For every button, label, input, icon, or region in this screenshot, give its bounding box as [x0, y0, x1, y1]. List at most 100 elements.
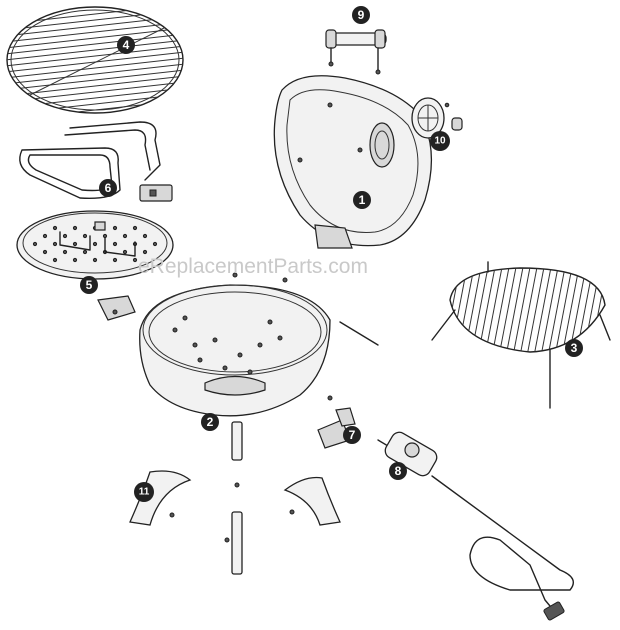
shield-hole [52, 225, 58, 231]
grill-bowl-part [139, 272, 331, 417]
rack-wire [561, 268, 581, 352]
callout-5: 5 [80, 276, 98, 294]
rack-wire [484, 268, 504, 352]
rack-wire [582, 268, 602, 352]
rack-wire [456, 268, 476, 352]
bowl-fastener [222, 365, 228, 371]
shield-hole [122, 233, 128, 239]
side-bracket-part [317, 395, 356, 449]
bowl-fastener [277, 335, 283, 341]
grate-wire [7, 15, 183, 37]
rack-wire [554, 268, 574, 352]
callout-2: 2 [201, 413, 219, 431]
shield-hole [32, 241, 38, 247]
shield-hole [52, 257, 58, 263]
grate-wire [7, 99, 183, 113]
callout-9-label: 9 [358, 8, 365, 22]
grate-wire [7, 45, 183, 67]
vent-damper-part [411, 97, 463, 139]
leg-post-part [224, 421, 243, 575]
rack-wire [526, 268, 546, 352]
rack-wire [422, 262, 440, 356]
callout-2-label: 2 [207, 415, 214, 429]
shield-hole [102, 233, 108, 239]
callout-7-label: 7 [349, 428, 356, 442]
lid-handle-part [325, 29, 387, 75]
callout-3-label: 3 [571, 341, 578, 355]
callout-1-label: 1 [359, 193, 366, 207]
leg-right-part [283, 476, 341, 526]
heat-shield-part [16, 210, 174, 321]
shield-hole [142, 233, 148, 239]
callout-10: 10 [430, 131, 450, 151]
shield-hole [62, 249, 68, 255]
callout-1: 1 [353, 191, 371, 209]
grate-wire [7, 21, 183, 43]
bowl-fastener [182, 315, 188, 321]
shield-hole [72, 257, 78, 263]
shield-hole [112, 257, 118, 263]
temperature-controller-part [377, 431, 574, 621]
rack-wire [519, 268, 539, 352]
bowl-fastener [237, 352, 243, 358]
callout-8: 8 [389, 462, 407, 480]
rack-wire [498, 268, 518, 352]
rack-wire [540, 268, 560, 352]
callout-4: 4 [117, 36, 135, 54]
callout-8-label: 8 [395, 464, 402, 478]
cooking-grate-part [6, 6, 184, 114]
shield-hole [132, 225, 138, 231]
shield-hole [112, 225, 118, 231]
grate-wire [7, 63, 183, 85]
rack-wire [533, 268, 553, 352]
shield-hole [72, 241, 78, 247]
grate-wire [7, 39, 183, 61]
callout-9: 9 [352, 6, 370, 24]
grate-wire [7, 81, 183, 103]
shield-hole [62, 233, 68, 239]
shield-hole [72, 225, 78, 231]
watermark-text: eReplacementParts.com [138, 255, 368, 278]
rack-wire [512, 268, 532, 352]
bowl-fastener [197, 357, 203, 363]
shield-hole [152, 241, 158, 247]
shield-hole [122, 249, 128, 255]
shield-hole [142, 249, 148, 255]
shield-hole [112, 241, 118, 247]
grate-wire [7, 69, 183, 91]
callout-11-label: 11 [139, 487, 150, 498]
shield-hole [82, 233, 88, 239]
grate-wire [7, 57, 183, 79]
rack-wire [547, 268, 567, 352]
heating-element-part [19, 121, 173, 202]
callout-4-label: 4 [123, 38, 130, 52]
shield-hole [52, 241, 58, 247]
bowl-fastener [192, 342, 198, 348]
callout-6-label: 6 [105, 181, 112, 195]
callout-10-label: 10 [434, 136, 446, 147]
bowl-fastener [172, 327, 178, 333]
shield-hole [132, 257, 138, 263]
callout-5-label: 5 [86, 278, 93, 292]
callout-3: 3 [565, 339, 583, 357]
shield-hole [92, 241, 98, 247]
shield-hole [92, 257, 98, 263]
bowl-fastener [257, 342, 263, 348]
support-rod [339, 321, 379, 346]
grate-wire [7, 87, 183, 109]
warming-rack-part [422, 261, 611, 409]
lid-part [273, 75, 433, 249]
rack-wire [429, 262, 447, 356]
shield-hole [42, 233, 48, 239]
grate-wire [7, 27, 183, 49]
bowl-fastener [212, 337, 218, 343]
grate-crossbar [19, 24, 171, 101]
rack-wire [450, 268, 455, 352]
shield-hole [42, 249, 48, 255]
callout-6: 6 [99, 179, 117, 197]
bowl-fastener [247, 369, 253, 375]
rack-wire [589, 268, 605, 352]
rack-wire [491, 268, 511, 352]
callout-7: 7 [343, 426, 361, 444]
